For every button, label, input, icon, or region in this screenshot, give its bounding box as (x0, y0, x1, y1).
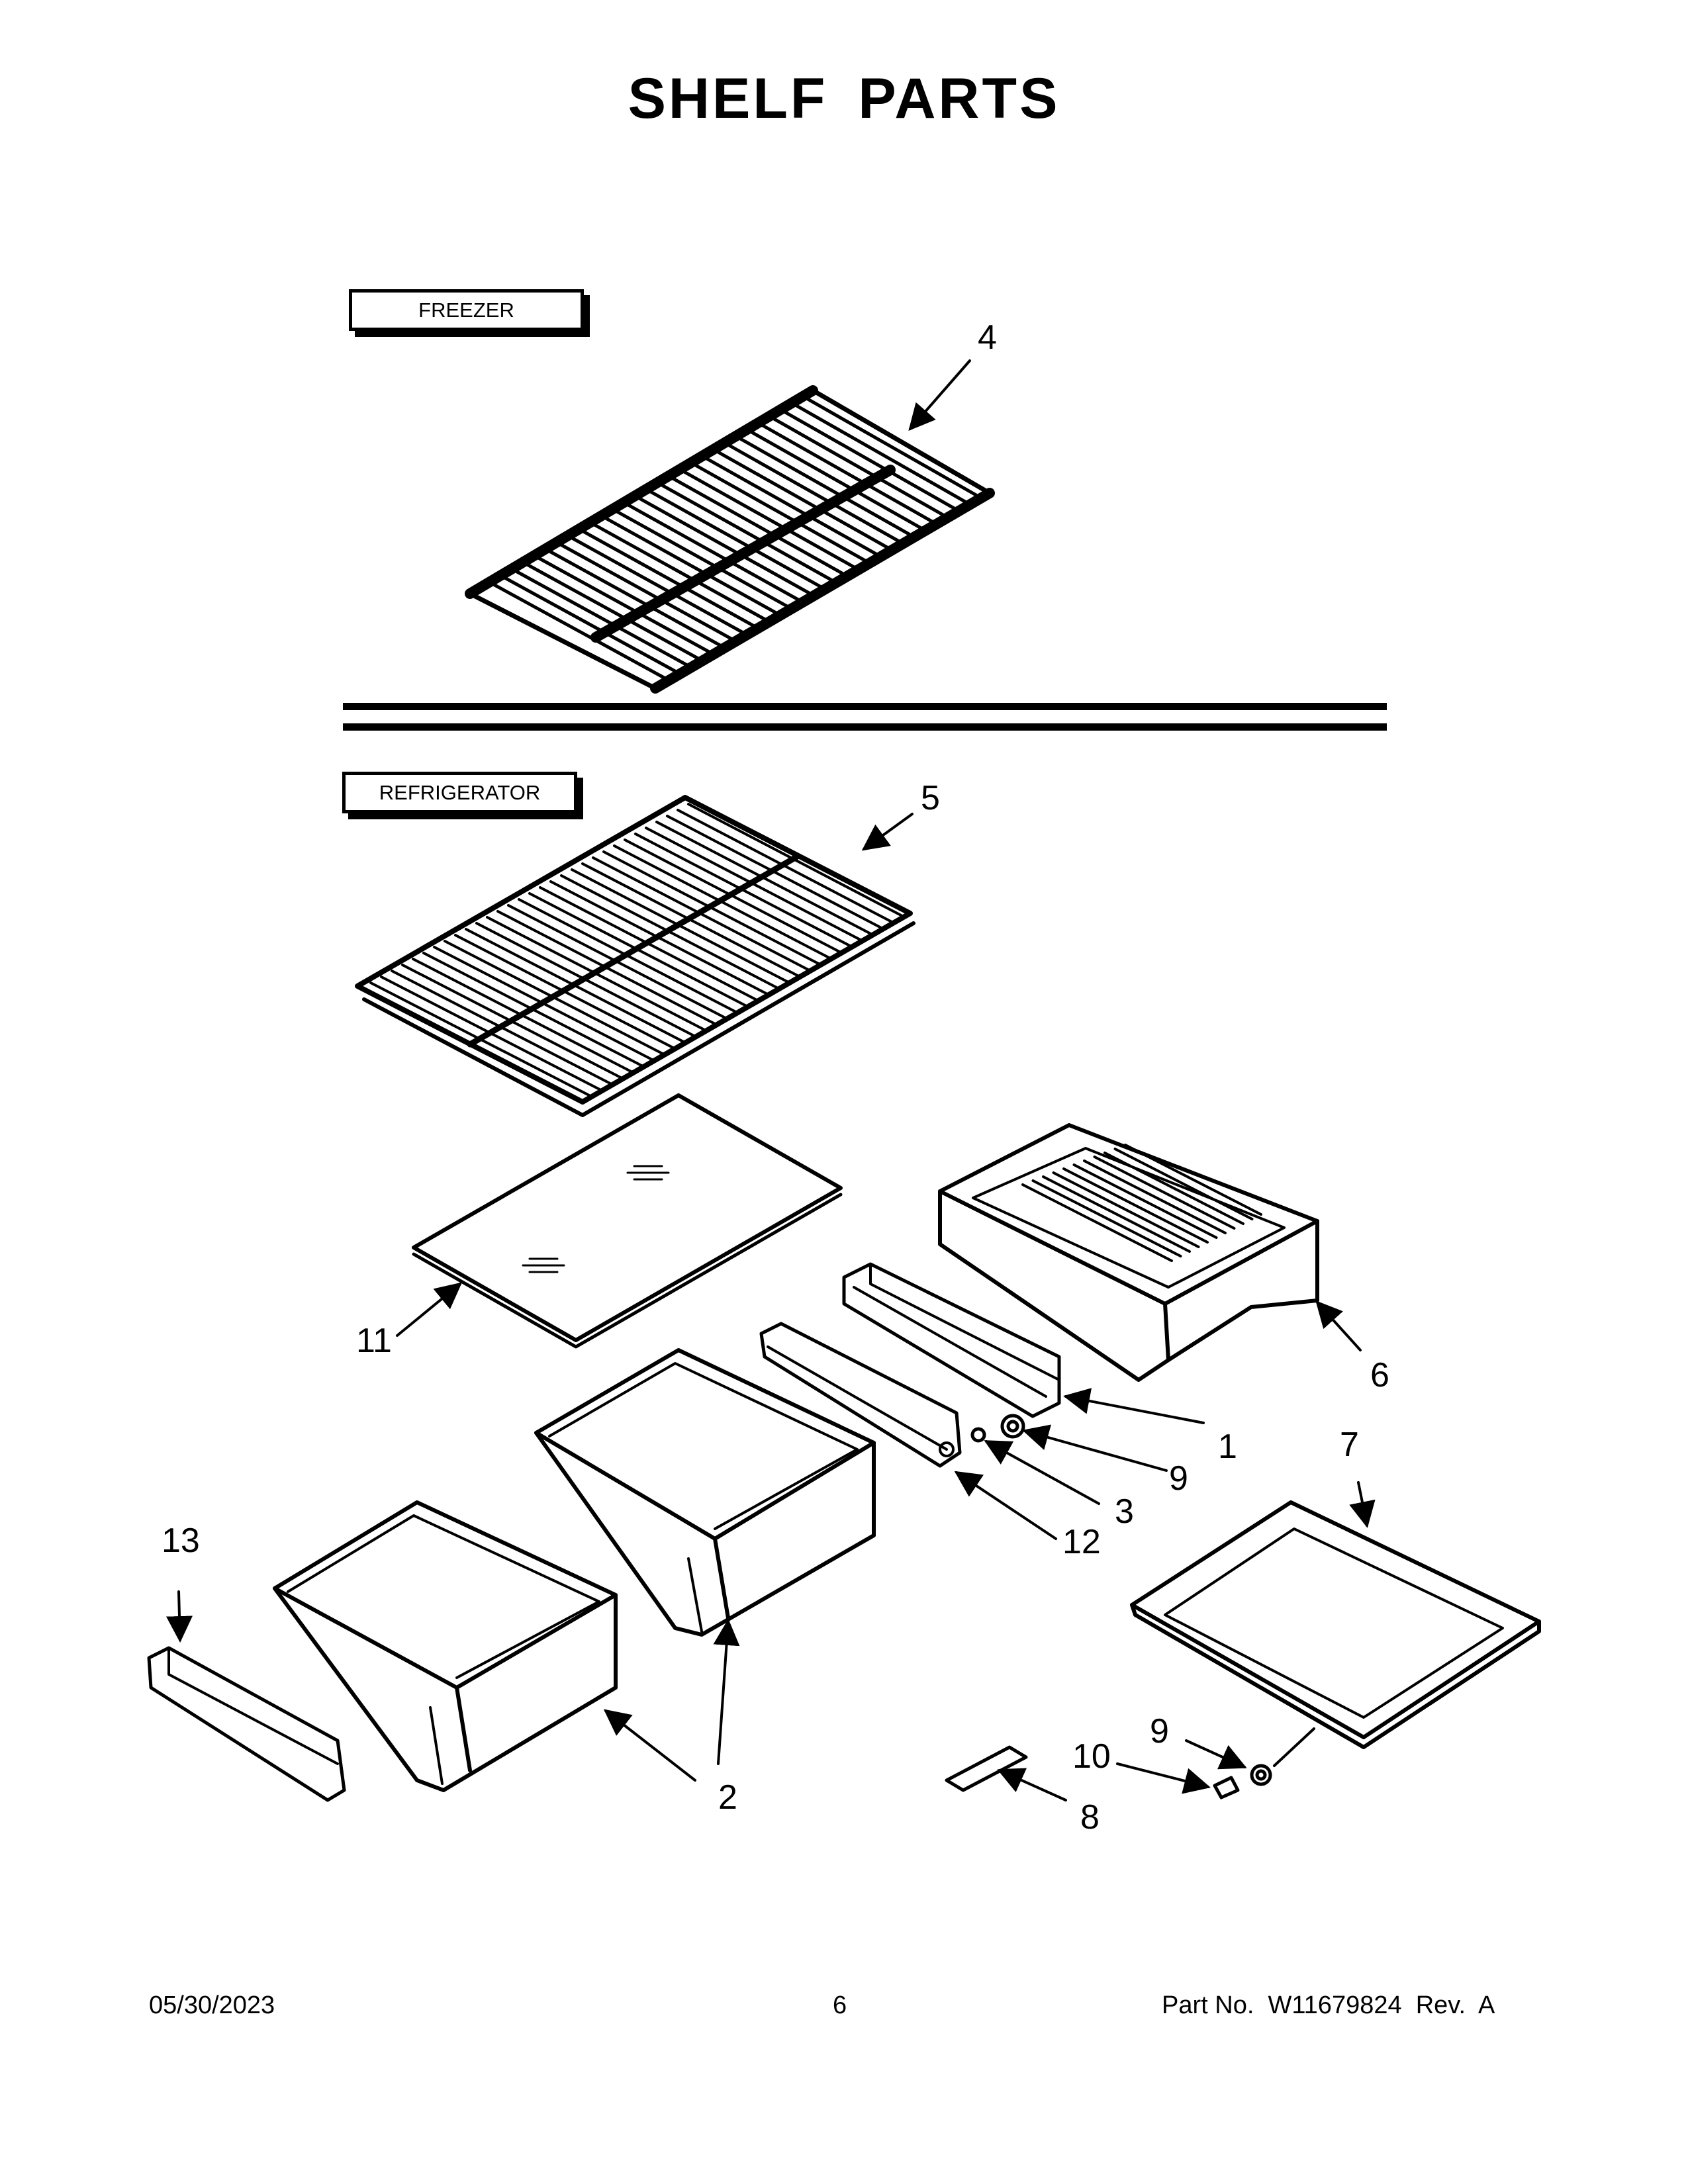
slide-rail (842, 1262, 1061, 1418)
callout-6: 6 (1370, 1356, 1389, 1394)
freezer-wire-shelf (465, 385, 995, 694)
page-title: SHELF PARTS (628, 67, 1060, 130)
footer-part-number: Part No. W11679824 Rev. A (1162, 1991, 1495, 2019)
callout-3: 3 (1115, 1492, 1134, 1531)
roller-wheel-lower (1213, 1764, 1272, 1799)
slide-support (759, 1322, 962, 1468)
callout-1: 1 (1218, 1428, 1237, 1466)
callout-12: 12 (1062, 1523, 1101, 1561)
roller-wheel-upper (970, 1414, 1025, 1443)
callout-arrows (166, 359, 1376, 1801)
footer-page-number: 6 (833, 1991, 847, 2019)
section-divider-top (343, 703, 1387, 710)
freezer-section-label: FREEZER (349, 289, 584, 331)
footer-date: 05/30/2023 (149, 1991, 275, 2019)
refrigerator-section-label: REFRIGERATOR (342, 772, 577, 813)
section-divider-bottom (343, 723, 1387, 731)
crisper-drawer-back (534, 1348, 876, 1637)
refrigerator-wire-shelf (355, 795, 915, 1117)
glass-shelf (412, 1093, 843, 1349)
callout-2: 2 (718, 1778, 737, 1817)
callout-5: 5 (921, 779, 940, 817)
callout-9-upper: 9 (1169, 1459, 1188, 1498)
callout-13: 13 (162, 1522, 200, 1560)
crisper-front-trim (147, 1646, 346, 1802)
callout-10: 10 (1072, 1737, 1111, 1776)
callout-7: 7 (1340, 1426, 1359, 1464)
crisper-drawer-front (273, 1500, 618, 1792)
deli-drawer (938, 1123, 1319, 1382)
crisper-cover (1130, 1500, 1541, 1749)
humidity-control-slider (945, 1745, 1028, 1792)
callout-9-lower: 9 (1150, 1712, 1169, 1751)
callout-4: 4 (978, 318, 997, 357)
callout-11: 11 (356, 1322, 392, 1360)
callout-8: 8 (1080, 1798, 1100, 1837)
